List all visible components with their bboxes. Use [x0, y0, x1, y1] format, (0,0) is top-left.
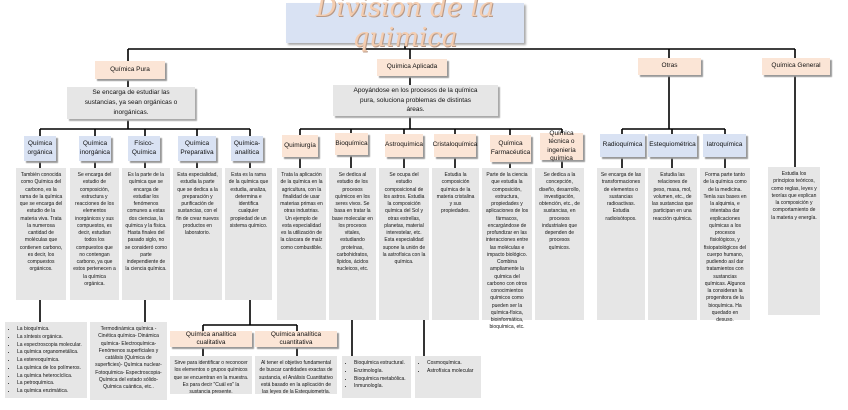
estequiometrica-text: Estudia las relaciones de peso, masa, mo…: [648, 168, 697, 320]
bioquimica-text: Se dedica al estudio de los procesos quí…: [329, 168, 376, 320]
node-cristaloquimica: Cristaloquímica: [433, 134, 477, 157]
iatroquimica-text: Forma parte tanto de la química como de …: [700, 168, 750, 323]
list-item: La bioquímica.: [17, 326, 84, 334]
page-title: Division de la quimica: [286, 0, 524, 53]
node-astroquimica: Astroquímica: [385, 134, 423, 157]
quimica-pura-description: Se encarga de estudiar las sustancias, y…: [67, 87, 195, 119]
list-item: La química de los polímeros.: [17, 365, 84, 373]
radioquimica-text: Se encarga de las transformaciones de el…: [597, 168, 645, 320]
list-item: La estereoquímica.: [17, 357, 84, 365]
node-iatroquimica: Iatroquímica: [703, 134, 746, 157]
analitica-cuantitativa-text: Al tener el objetivo fundamental de busc…: [255, 356, 337, 395]
list-item: La química heterocíclica.: [17, 373, 84, 381]
node-quimiurgia: Quimiurgía: [282, 135, 318, 157]
bioquimica-subfields-list: Bioquímica estructural. Enzimología. Bio…: [342, 356, 411, 398]
list-item: Inmunología.: [354, 383, 408, 391]
astroquimica-text: Se ocupa del estudio composicional de lo…: [379, 168, 429, 320]
node-quimica-organica: Química orgánica: [24, 136, 56, 161]
quimiurgia-text: Trata la aplicación de la química en la …: [277, 168, 326, 320]
astroquimica-subfields-list: Cosmoquímica. Astrofísica molecular: [415, 356, 481, 398]
quimica-analitica-text: Esta es la rama de la química que estudi…: [225, 168, 272, 300]
analitica-cualitativa-text: Sirve para identificar o reconocer los e…: [170, 356, 252, 395]
fisico-quimica-text: Es la parte de la química que se encarga…: [122, 168, 170, 300]
quimica-preparativa-text: Esta especialidad, estudia la parte que …: [173, 168, 222, 300]
list-item: La química organometálica.: [17, 349, 84, 357]
node-estequiometrica: Estequiométrica: [648, 134, 697, 157]
list-item: La química enzimática.: [17, 388, 84, 396]
node-quimica-preparativa: Química Preparativa: [178, 136, 216, 161]
node-quimica-analitica: Química-analítica: [231, 136, 263, 161]
node-otras: Otras: [638, 58, 701, 75]
node-quimica-pura: Química Pura: [95, 61, 165, 79]
node-quimica-inorganica: Química inorgánica: [79, 136, 111, 161]
list-item: La petroquímica.: [17, 380, 84, 388]
node-analitica-cuantitativa: Química analítica cuantitativa: [255, 331, 337, 347]
quimica-organica-text: También conocida como Química del carbon…: [16, 168, 66, 300]
node-analitica-cualitativa: Química analítica cualitativa: [170, 331, 252, 347]
node-bioquimica: Bioquímica: [335, 133, 368, 155]
node-quimica-general: Química General: [762, 58, 830, 75]
node-quimica-aplicada: Química Aplicada: [377, 59, 447, 76]
node-fisico-quimica: Físico-Química: [128, 136, 160, 161]
quimica-general-text: Estudia los principios teóricos, como re…: [768, 167, 820, 315]
list-item: Cosmoquímica.: [427, 360, 478, 368]
node-radioquimica: Radioquímica: [600, 134, 645, 157]
list-item: Bioquímica estructural.: [354, 360, 408, 368]
quimica-aplicada-description: Apoyándose en los procesos de la química…: [333, 85, 498, 116]
cristaloquimica-text: Estudia la composición química de la mat…: [432, 168, 479, 320]
organica-subfields-list: La bioquímica. La síntesis orgánica. La …: [5, 322, 87, 398]
list-item: La espectroscopia molecular.: [17, 342, 84, 350]
quimica-tecnica-text: Se dedica a la concepción, diseño, desar…: [535, 168, 584, 320]
quimica-farmaceutica-text: Parte de la ciencia que estudia la compo…: [482, 168, 532, 330]
list-item: Enzimología.: [354, 368, 408, 376]
list-item: Astrofísica molecular: [427, 368, 478, 376]
quimica-inorganica-text: Se encarga del estudio de composición, e…: [70, 168, 119, 300]
fisico-quimica-subfields: Termodinámica química - Cinética química…: [90, 322, 167, 400]
node-quimica-tecnica: Química técnica o ingeniería química: [540, 130, 583, 162]
list-item: Bioquímica metabólica.: [354, 376, 408, 384]
node-quimica-farmaceutica: Química Farmacéutica: [490, 135, 531, 162]
list-item: La síntesis orgánica.: [17, 334, 84, 342]
